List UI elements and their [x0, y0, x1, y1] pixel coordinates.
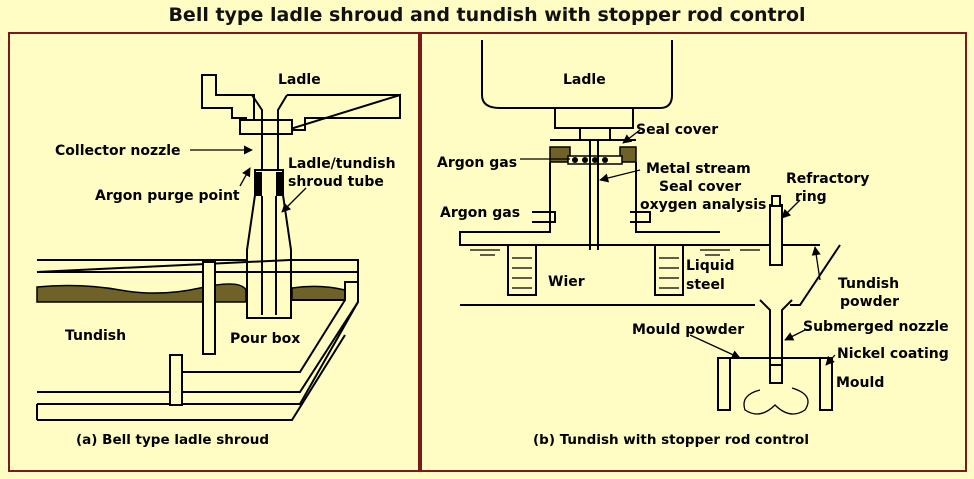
label-refractory-2: ring	[795, 189, 827, 205]
left-panel-frame	[8, 32, 420, 472]
stopper-rod	[769, 204, 783, 266]
right-panel-frame	[420, 32, 967, 472]
left-panel-drawing	[36, 74, 401, 421]
label-shroud-tube-1: Ladle/tundish	[288, 156, 396, 172]
slag-layer	[36, 283, 247, 303]
ladle-nozzle-block	[554, 107, 634, 129]
label-submerged-nozzle: Submerged nozzle	[803, 319, 949, 335]
label-liquid-1: Liquid	[686, 258, 735, 274]
caption-left: (a) Bell type ladle shroud	[76, 432, 269, 448]
label-refractory-1: Refractory	[786, 171, 869, 187]
label-oxygen-analysis: oxygen analysis	[640, 197, 766, 213]
mould-right-wall	[819, 357, 833, 411]
page-title: Bell type ladle shroud and tundish with …	[168, 4, 806, 26]
caption-right: (b) Tundish with stopper rod control	[533, 432, 809, 448]
label-metal-stream: Metal stream	[646, 161, 751, 177]
label-seal-cover-2: Seal cover	[659, 179, 741, 195]
label-ladle-left: Ladle	[278, 72, 321, 88]
label-ladle-right: Ladle	[563, 72, 606, 88]
shroud-tube	[246, 169, 292, 319]
ladle-block-left	[239, 119, 293, 135]
label-wier: Wier	[548, 274, 585, 290]
label-shroud-tube-2: shroud tube	[288, 174, 384, 190]
label-pour-box: Pour box	[230, 331, 300, 347]
label-tundish-powder-2: powder	[840, 294, 899, 310]
label-collector-nozzle: Collector nozzle	[55, 143, 181, 159]
label-seal-cover: Seal cover	[636, 122, 718, 138]
label-argon-gas-2: Argon gas	[440, 205, 520, 221]
label-tundish-left: Tundish	[65, 328, 126, 344]
weir-right	[654, 244, 684, 296]
label-liquid-2: steel	[686, 277, 725, 293]
mould-left-wall	[717, 357, 731, 411]
label-mould-powder: Mould powder	[632, 322, 744, 338]
right-panel-drawing	[459, 40, 841, 415]
weir-left	[507, 244, 537, 296]
label-tundish-powder-1: Tundish	[838, 276, 899, 292]
label-argon-purge: Argon purge point	[95, 188, 240, 204]
label-nickel-coating: Nickel coating	[837, 346, 949, 362]
label-mould: Mould	[836, 375, 884, 391]
label-argon-gas-1: Argon gas	[437, 155, 517, 171]
